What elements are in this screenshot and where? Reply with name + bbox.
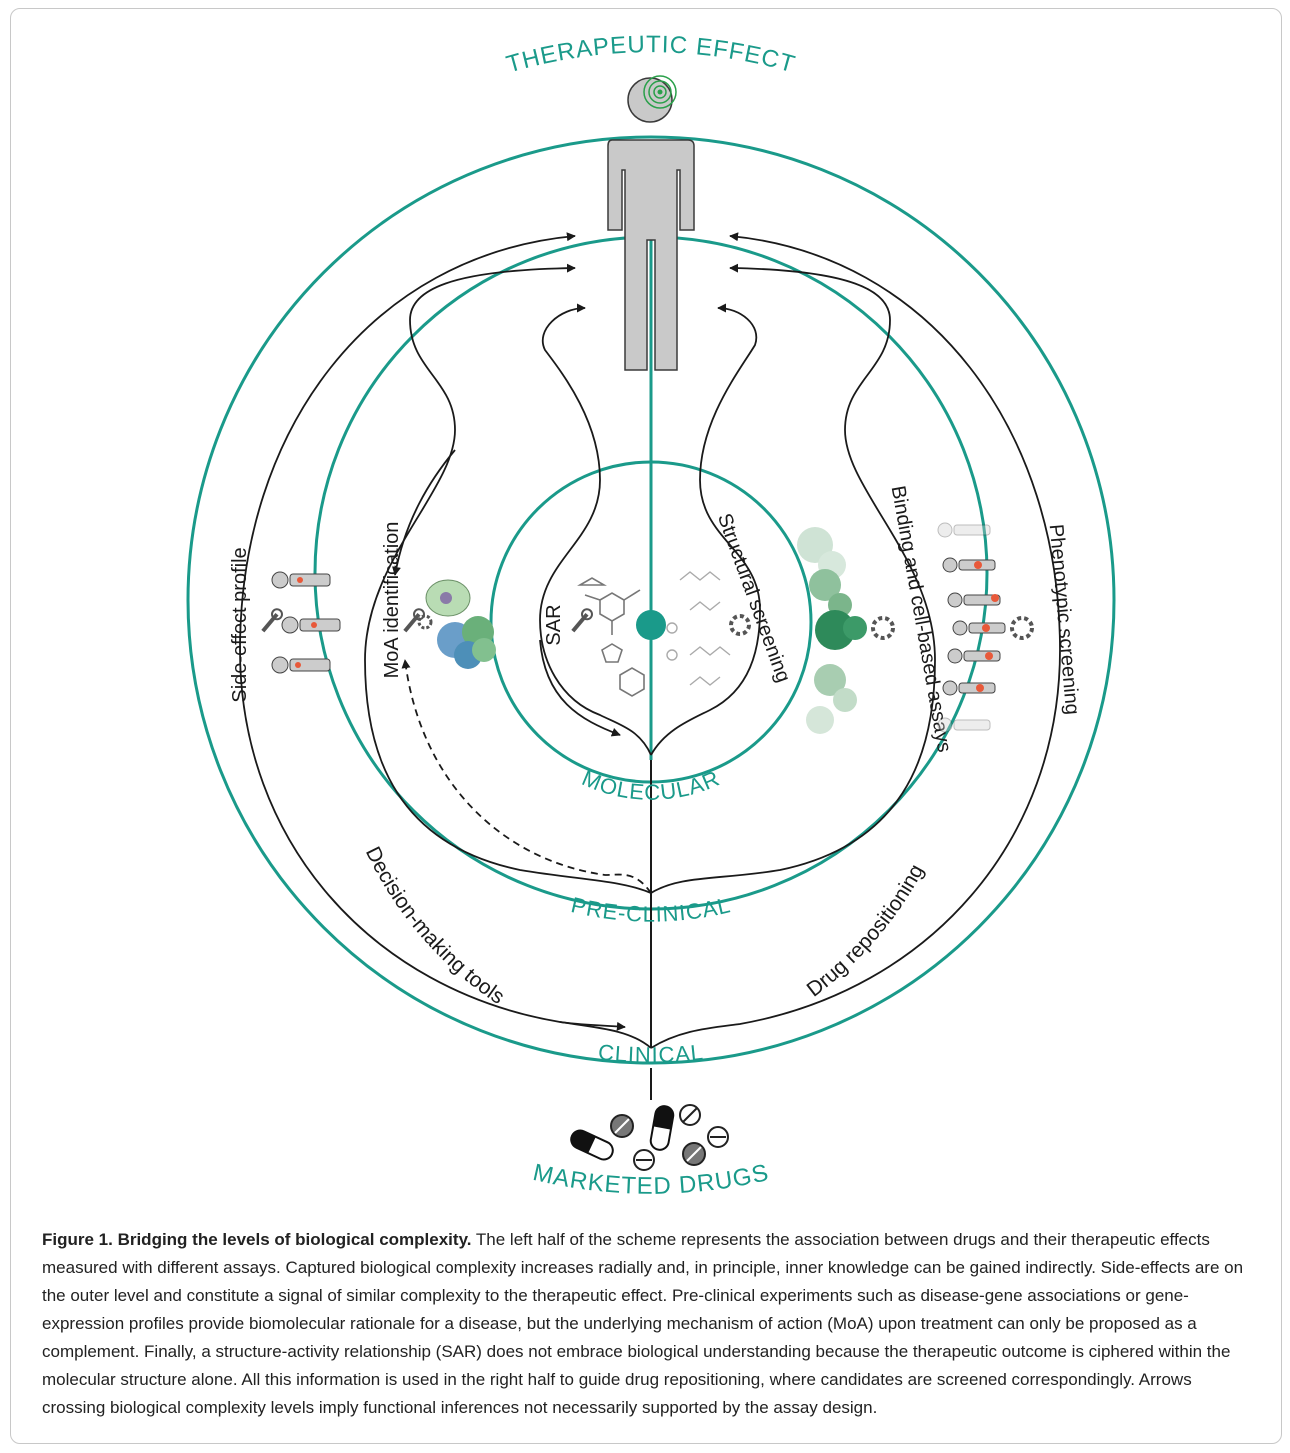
phenotypic-people-icons — [937, 522, 1006, 733]
caption-title: Figure 1. Bridging the levels of biologi… — [42, 1230, 472, 1249]
moa-dashed-arrow — [401, 659, 652, 894]
side-effect-people-icons — [271, 571, 341, 674]
structural-arrow — [650, 303, 761, 756]
figure-caption: Figure 1. Bridging the levels of biologi… — [42, 1226, 1252, 1422]
side-effect-profile-label: Side-effect profile — [229, 547, 251, 702]
person-icon — [607, 75, 695, 371]
caption-body: The left half of the scheme represents t… — [42, 1230, 1244, 1417]
phenotypic-screening-label: Phenotypic screening — [1045, 523, 1084, 715]
decision-arrow — [559, 1021, 626, 1031]
structure-screening-icons — [666, 571, 731, 686]
sar-label: SAR — [543, 604, 565, 645]
clinical-circle — [186, 135, 1116, 1065]
moa-side-arrow — [392, 449, 456, 576]
therapeutic-effect-label: THERAPEUTIC EFFECT — [503, 31, 798, 78]
gear-icon — [417, 614, 433, 630]
gear-icon — [729, 614, 751, 636]
phenotypic-arrow — [650, 232, 1061, 1049]
decision-tools-label: Decision-making tools — [361, 843, 509, 1009]
moa-identification-label: MoA identification — [381, 522, 403, 679]
complexity-diagram: THERAPEUTIC EFFECT MOLECULAR PRE-CLINICA… — [186, 31, 1116, 1200]
sar-return-arrow — [539, 639, 621, 737]
wrench-icon — [403, 608, 425, 633]
pill-icons — [570, 1104, 729, 1171]
moa-arrow — [364, 263, 652, 894]
sar-arrow — [539, 303, 652, 756]
molecule-icons — [577, 577, 645, 697]
cell-icon — [425, 579, 471, 617]
central-node — [636, 610, 666, 640]
figure-frame — [10, 8, 1282, 1444]
binding-arrow — [650, 263, 936, 894]
protein-icon — [437, 616, 496, 669]
wrench-icon — [571, 608, 593, 633]
clinical-label: CLINICAL — [597, 1039, 705, 1067]
protein-icons — [797, 527, 867, 734]
gear-icon — [871, 616, 895, 640]
gear-icon — [1010, 616, 1034, 640]
wrench-icon — [261, 608, 283, 633]
